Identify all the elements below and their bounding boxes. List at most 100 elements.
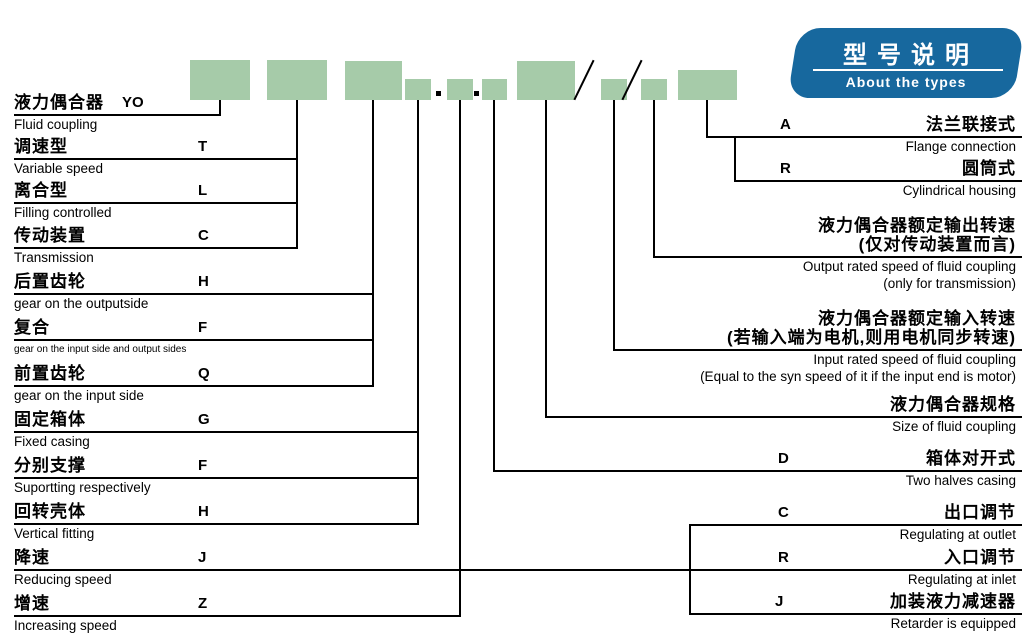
connector-line bbox=[458, 569, 691, 571]
connector-line bbox=[219, 100, 221, 116]
retarder-code: J bbox=[775, 593, 784, 610]
gear-both-en: gear on the input side and output sides bbox=[14, 344, 187, 355]
underline bbox=[706, 136, 1022, 138]
separate-support-code: F bbox=[198, 457, 208, 474]
cylindrical-housing-en: Cylindrical housing bbox=[902, 183, 1016, 198]
rotating-casing-cn: 回转壳体 bbox=[14, 502, 86, 521]
underline bbox=[14, 569, 460, 571]
underline bbox=[14, 114, 221, 116]
outlet-regulating-code: C bbox=[778, 504, 789, 521]
connector-line bbox=[296, 100, 298, 249]
underline bbox=[14, 385, 373, 387]
separator-dot bbox=[474, 91, 479, 96]
underline bbox=[14, 158, 297, 160]
badge-divider bbox=[813, 69, 1003, 71]
gear-input-code: Q bbox=[198, 365, 210, 382]
split-casing-en: Two halves casing bbox=[905, 473, 1016, 488]
input-rated-speed-en2: (Equal to the syn speed of it if the inp… bbox=[700, 369, 1016, 384]
fixed-casing-cn: 固定箱体 bbox=[14, 410, 86, 429]
underline bbox=[734, 180, 1022, 182]
retarder-cn: 加装液力减速器 bbox=[890, 592, 1016, 611]
box-casing-form bbox=[405, 79, 431, 100]
box-input-speed bbox=[601, 79, 627, 100]
output-rated-speed-en2: (only for transmission) bbox=[883, 276, 1016, 291]
connector-line bbox=[372, 100, 374, 387]
transmission-en: Transmission bbox=[14, 250, 94, 265]
transmission-cn: 传动装置 bbox=[14, 226, 86, 245]
box-type bbox=[267, 60, 327, 100]
underline bbox=[613, 349, 1022, 351]
box-connection-type bbox=[678, 70, 737, 100]
fixed-casing-en: Fixed casing bbox=[14, 434, 90, 449]
connector-line bbox=[734, 136, 736, 182]
inlet-regulating-en: Regulating at inlet bbox=[907, 572, 1016, 587]
gear-both-code: F bbox=[198, 319, 208, 336]
reducing-speed-code: J bbox=[198, 549, 207, 566]
badge-subtitle: About the types bbox=[845, 74, 967, 90]
gear-input-cn: 前置齿轮 bbox=[14, 364, 86, 383]
output-rated-speed-cn: 液力偶合器额定输出转速 bbox=[818, 216, 1016, 235]
gear-both-cn: 复合 bbox=[14, 318, 50, 337]
inlet-regulating-code: R bbox=[778, 549, 789, 566]
reducing-speed-cn: 降速 bbox=[14, 548, 50, 567]
gear-output-code: H bbox=[198, 273, 209, 290]
rotating-casing-code: H bbox=[198, 503, 209, 520]
connector-line bbox=[613, 100, 615, 351]
separate-support-en: Suportting respectively bbox=[14, 480, 151, 495]
gear-output-cn: 后置齿轮 bbox=[14, 272, 86, 291]
underline bbox=[14, 615, 460, 617]
input-rated-speed-en: Input rated speed of fluid coupling bbox=[813, 352, 1016, 367]
connector-line bbox=[417, 100, 419, 525]
input-rated-speed-cn2: (若输入端为电机,则用电机同步转速) bbox=[726, 328, 1016, 347]
input-rated-speed-cn: 液力偶合器额定输入转速 bbox=[818, 309, 1016, 328]
underline bbox=[14, 339, 373, 341]
coupling-size-en: Size of fluid coupling bbox=[892, 419, 1016, 434]
underline bbox=[689, 569, 1022, 571]
title-badge: 型号说明 About the types bbox=[787, 28, 1024, 98]
output-rated-speed-cn2: (仅对传动装置而言) bbox=[858, 235, 1016, 254]
flange-connection-en: Flange connection bbox=[905, 139, 1016, 154]
coupling-size-cn: 液力偶合器规格 bbox=[890, 395, 1016, 414]
separator-slash bbox=[573, 59, 595, 101]
underline bbox=[653, 256, 1022, 258]
split-casing-code: D bbox=[778, 450, 789, 467]
outlet-regulating-cn: 出口调节 bbox=[944, 503, 1016, 522]
box-size bbox=[517, 61, 575, 100]
output-rated-speed-en: Output rated speed of fluid coupling bbox=[802, 259, 1016, 274]
underline bbox=[689, 613, 1022, 615]
underline bbox=[14, 523, 418, 525]
box-prefix-yo bbox=[190, 60, 250, 100]
rotating-casing-en: Vertical fitting bbox=[14, 526, 95, 541]
underline bbox=[493, 470, 1022, 472]
variable-speed-cn: 调速型 bbox=[14, 137, 68, 156]
underline bbox=[14, 247, 297, 249]
underline bbox=[14, 431, 418, 433]
underline bbox=[14, 202, 297, 204]
connector-line bbox=[545, 100, 547, 418]
connector-line bbox=[706, 100, 708, 138]
fluid-coupling-cn: 液力偶合器 bbox=[14, 93, 104, 112]
gear-input-en: gear on the input side bbox=[14, 388, 144, 403]
underline bbox=[14, 293, 373, 295]
box-gear-arrangement bbox=[345, 61, 402, 100]
increasing-speed-code: Z bbox=[198, 595, 208, 612]
badge-title: 型号说明 bbox=[843, 42, 979, 69]
flange-connection-cn: 法兰联接式 bbox=[926, 115, 1016, 134]
box-casing-split bbox=[482, 79, 507, 100]
separate-support-cn: 分别支撑 bbox=[14, 456, 86, 475]
flange-connection-code: A bbox=[780, 116, 791, 133]
variable-speed-code: T bbox=[198, 138, 208, 155]
underline bbox=[689, 524, 1022, 526]
fixed-casing-code: G bbox=[198, 411, 210, 428]
separator-dot bbox=[436, 91, 441, 96]
underline bbox=[545, 416, 1022, 418]
filling-controlled-code: L bbox=[198, 182, 208, 199]
gear-output-en: gear on the outputside bbox=[14, 296, 149, 311]
inlet-regulating-cn: 入口调节 bbox=[944, 548, 1016, 567]
reducing-speed-en: Reducing speed bbox=[14, 572, 112, 587]
underline bbox=[14, 477, 418, 479]
box-speed-mode bbox=[447, 79, 473, 100]
fluid-coupling-en: Fluid coupling bbox=[14, 117, 98, 132]
transmission-code: C bbox=[198, 227, 209, 244]
